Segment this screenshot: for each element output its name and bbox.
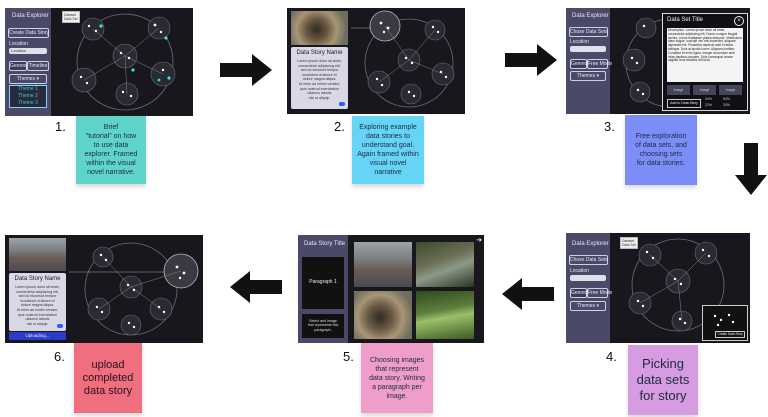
step-number-2: 2.	[334, 119, 345, 134]
sidebar: Data Explorer Chose Data Sets Location G…	[566, 233, 613, 343]
arrow-right-icon	[220, 54, 272, 86]
genres-button[interactable]: Genres	[570, 59, 588, 69]
candidate-image-forest[interactable]	[416, 291, 474, 339]
location-label: Location	[570, 39, 589, 45]
sticky-note-1: Brief "tutorial" on how to use data expl…	[76, 116, 146, 184]
genres-button[interactable]: Genres	[9, 61, 27, 71]
sidebar-header: Data Explorer	[572, 13, 609, 19]
sticky-note-2: Exploring example data stories to unders…	[352, 116, 424, 184]
sidebar-header: Data Explorer	[12, 13, 49, 19]
panel-3-dataset-modal: Data Explorer Chose Data Sets Location G…	[566, 8, 750, 114]
sidebar: Data Explorer Chose Data Sets Location G…	[566, 8, 613, 114]
panel-5-choose-images: Data Story Title Paragraph 1 Select and …	[298, 235, 484, 343]
modal-description: Description: Lorem ipsum dolor sit amet,…	[667, 28, 743, 82]
candidate-image-crowd[interactable]	[354, 242, 412, 287]
themes-dropdown[interactable]: Themes ▾	[570, 71, 606, 81]
next-arrow-icon[interactable]: ➔	[476, 237, 482, 244]
arrow-left-icon	[502, 278, 554, 310]
arrow-down-icon	[735, 143, 767, 195]
stat-4: 33%	[723, 103, 731, 107]
step-number-4: 4.	[606, 349, 617, 364]
arrow-right-icon	[505, 44, 557, 76]
sticky-note-4: Picking data sets for story	[628, 345, 698, 415]
sticky-note-5: Choosing images that represent data stor…	[361, 343, 433, 413]
dataset-modal: Data Set Title × Description: Lorem ipsu…	[662, 13, 748, 111]
panel-4-picking-data-sets: Data Explorer Chose Data Sets Location G…	[566, 233, 750, 343]
constellation-map[interactable]	[69, 235, 201, 343]
choose-data-sets-button[interactable]: Chose Data Sets	[569, 255, 608, 265]
image-instruction: Select and image that represents this pa…	[302, 314, 344, 338]
sticky-note-3: Free exploration of data sets, and choos…	[625, 115, 697, 185]
create-data-story-button[interactable]: Create Data Story	[8, 28, 50, 38]
stat-3: 22%	[705, 103, 713, 107]
themes-dropdown[interactable]: Themes ▾	[570, 301, 606, 311]
upload-status: Uploading...	[25, 333, 50, 338]
free-mode-button[interactable]: Free Mode	[587, 288, 613, 298]
arrow-left-icon	[230, 271, 282, 303]
sidebar-header: Data Explorer	[572, 241, 609, 247]
step-number-5: 5.	[343, 349, 354, 364]
story-thumbnail-image	[291, 11, 348, 45]
paragraph-label: Paragraph 1	[309, 279, 337, 285]
dataset-tooltip: Dataset Data Set	[62, 11, 80, 23]
data-story-description: Lorem ipsum dolor sit amet, consectetur …	[297, 59, 342, 100]
panel-2-example-story: Data Story Name Lorem ipsum dolor sit am…	[287, 8, 465, 114]
add-to-data-story-button[interactable]: Add to Data Story	[667, 99, 701, 108]
next-icon[interactable]	[339, 102, 345, 106]
next-icon[interactable]	[57, 324, 63, 328]
theme-item-1[interactable]: Theme 1	[18, 86, 38, 92]
data-story-title: Data Story Title	[304, 241, 346, 247]
location-input[interactable]: Location	[9, 48, 47, 54]
themes-dropdown[interactable]: Themes ▾	[9, 74, 47, 84]
create-data-story-button[interactable]: Create Data Story	[715, 331, 745, 338]
location-input[interactable]	[570, 46, 606, 52]
panel-6-upload-story: Data Story Name Lorem ipsum dolor sit am…	[5, 235, 203, 343]
stat-1: 34%	[705, 97, 713, 101]
modal-title: Data Set Title	[667, 17, 704, 23]
location-label: Location	[570, 268, 589, 274]
data-story-description: Lorem ipsum dolor sit amet, consectetur …	[15, 285, 60, 326]
constellation-map[interactable]	[610, 233, 750, 343]
data-story-card: Data Story Name Lorem ipsum dolor sit am…	[9, 273, 66, 331]
modal-image-2[interactable]: Image	[693, 85, 716, 95]
location-input[interactable]	[570, 275, 606, 281]
data-story-name: Data Story Name	[14, 276, 61, 282]
dataset-tooltip: Dataset Data Set	[620, 237, 638, 249]
step-number-3: 3.	[604, 119, 615, 134]
sidebar: Data Explorer Create Data Story Location…	[5, 8, 51, 116]
timeline-button[interactable]: Timeline	[27, 61, 49, 71]
modal-image-1[interactable]: Image	[667, 85, 690, 95]
location-label: Location	[9, 41, 28, 47]
data-story-card: Data Story Name Lorem ipsum dolor sit am…	[291, 47, 348, 109]
free-mode-button[interactable]: Free Mode	[587, 59, 613, 69]
theme-item-3[interactable]: Theme 3	[18, 100, 38, 106]
close-icon[interactable]: ×	[734, 16, 744, 26]
sticky-note-6: upload completed data story	[74, 343, 142, 413]
step-number-6: 6.	[54, 349, 65, 364]
constellation-map[interactable]	[351, 8, 463, 114]
paragraph-box[interactable]: Paragraph 1	[302, 257, 344, 309]
theme-item-2[interactable]: Theme 2	[18, 93, 38, 99]
stat-2: 54%	[723, 97, 731, 101]
candidate-image-bark[interactable]	[354, 291, 412, 339]
data-story-name: Data Story Name	[296, 50, 343, 56]
modal-image-3[interactable]: Image	[719, 85, 742, 95]
upload-status-bar: Uploading...	[9, 332, 66, 340]
selected-datasets-stars	[713, 313, 735, 327]
genres-button[interactable]: Genres	[570, 288, 588, 298]
story-thumbnail-image	[9, 238, 66, 271]
constellation-map[interactable]	[51, 8, 193, 116]
themes-list: Theme 1 Theme 2 Theme 3	[9, 85, 47, 108]
candidate-image-trees[interactable]	[416, 242, 474, 287]
selected-datasets-box: Create Data Story	[702, 305, 748, 341]
step-number-1: 1.	[55, 119, 66, 134]
panel-1-data-explorer-tutorial: Data Explorer Create Data Story Location…	[5, 8, 193, 116]
sidebar: Data Story Title Paragraph 1 Select and …	[298, 235, 348, 343]
choose-data-sets-button[interactable]: Chose Data Sets	[569, 27, 608, 37]
